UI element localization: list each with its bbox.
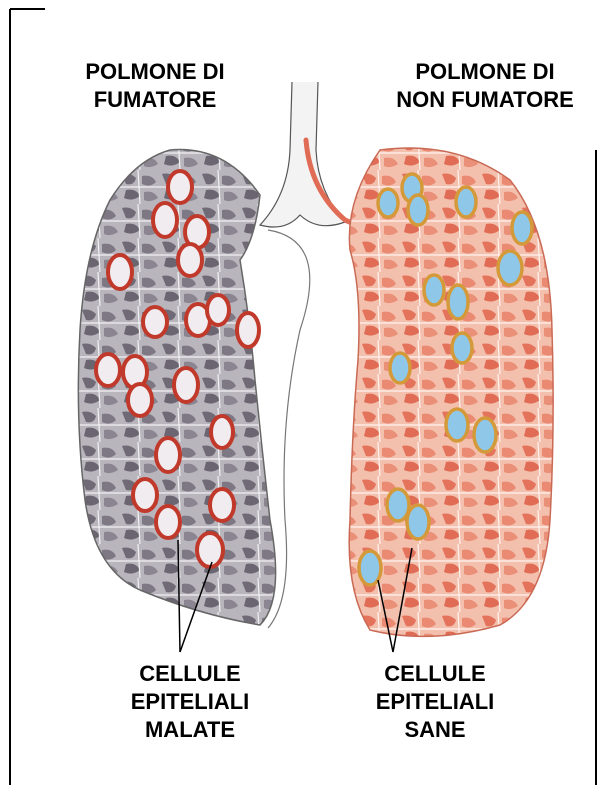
sick-cell xyxy=(168,171,192,203)
sick-cell xyxy=(178,244,202,276)
sick-cell xyxy=(108,255,132,289)
healthy-cell xyxy=(512,212,532,244)
sick-cell xyxy=(96,354,120,386)
smoker-lung-label-line2: FUMATORE xyxy=(40,86,270,114)
nonsmoker-lung-label-line1: POLMONE DI xyxy=(370,58,598,86)
healthy-cell xyxy=(448,285,468,319)
healthy-cell xyxy=(446,409,468,441)
healthy-cells-label-line2: EPITELIALI xyxy=(325,688,545,716)
healthy-cell xyxy=(378,189,398,217)
healthy-cell xyxy=(387,489,409,521)
sick-cell xyxy=(156,506,180,538)
smoker-lung-label: POLMONE DI FUMATORE xyxy=(40,58,270,114)
healthy-cell xyxy=(474,418,496,452)
healthy-cells-label-line1: CELLULE xyxy=(325,660,545,688)
sick-cell xyxy=(237,313,259,347)
sick-cell xyxy=(197,533,223,567)
sick-cells-label-line2: EPITELIALI xyxy=(80,688,300,716)
nonsmoker-lung-label-line2: NON FUMATORE xyxy=(370,86,598,114)
sick-cell xyxy=(153,203,177,237)
healthy-cells-label-line3: SANE xyxy=(325,716,545,744)
sick-cell xyxy=(128,384,152,416)
sick-cell xyxy=(143,307,167,337)
healthy-cell xyxy=(359,551,381,585)
sick-cell xyxy=(211,416,233,448)
healthy-cell xyxy=(452,333,472,363)
healthy-cell xyxy=(424,275,444,305)
healthy-cell xyxy=(498,251,522,285)
healthy-cell xyxy=(408,195,428,225)
smoker-lung-label-line1: POLMONE DI xyxy=(40,58,270,86)
sick-cell xyxy=(156,438,180,472)
sick-cells-label: CELLULE EPITELIALI MALATE xyxy=(80,660,300,744)
sick-cell xyxy=(210,489,234,521)
sick-cells-label-line3: MALATE xyxy=(80,716,300,744)
nonsmoker-lung-label: POLMONE DI NON FUMATORE xyxy=(370,58,598,114)
healthy-cell xyxy=(407,505,429,539)
sick-cell xyxy=(174,368,198,402)
healthy-cell xyxy=(456,187,476,217)
sick-cell xyxy=(207,295,229,325)
sick-cells-label-line1: CELLULE xyxy=(80,660,300,688)
healthy-cell xyxy=(390,353,410,383)
sick-cell xyxy=(133,479,157,511)
healthy-cells-label: CELLULE EPITELIALI SANE xyxy=(325,660,545,744)
